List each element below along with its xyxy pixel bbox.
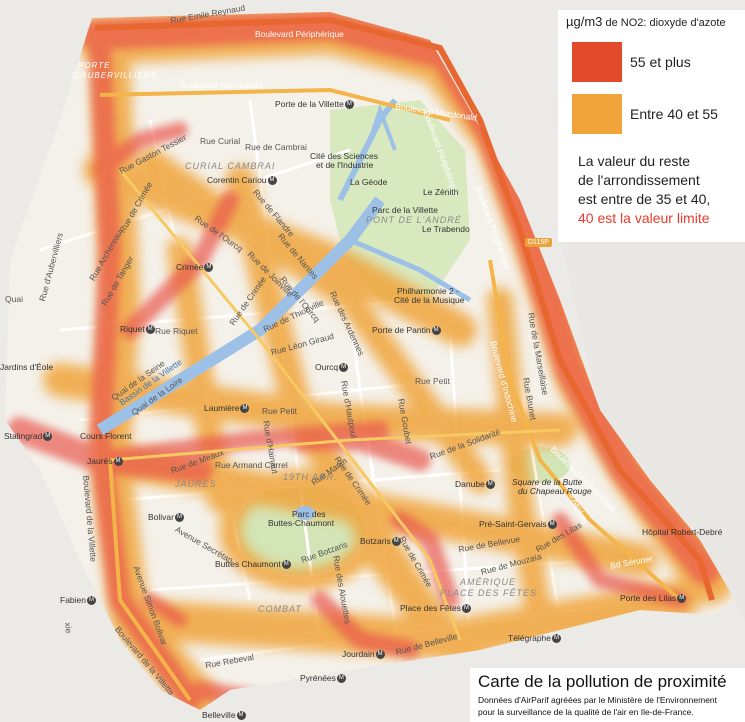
legend-high-swatch bbox=[572, 42, 622, 82]
caption-source: Données d'AirParif agréées par le Minist… bbox=[478, 695, 718, 705]
canal-ourcq bbox=[349, 237, 472, 303]
label-periph-top: Boulevard Périphérique bbox=[255, 29, 344, 39]
label-pont-andre: PONT DE L'ANDRÉ bbox=[366, 215, 462, 225]
label-rue-riquet: Rue Riquet bbox=[155, 326, 198, 336]
label-parc-villette: Parc de la Villette bbox=[372, 205, 438, 215]
boulevard-villette bbox=[108, 459, 192, 702]
legend-note-line3: est entre de 35 et 40, bbox=[578, 191, 711, 207]
rue-de-crimee bbox=[118, 169, 462, 641]
label-xie: xie bbox=[63, 621, 74, 634]
label-armand-carrel: Rue Armand Carrel bbox=[215, 460, 288, 470]
legend-note-limit: 40 est la valeur limite bbox=[578, 210, 710, 226]
label-amerique: AMÉRIQUE bbox=[460, 577, 517, 587]
bassin-villette bbox=[96, 196, 385, 436]
boulevard-macdonald bbox=[99, 87, 451, 122]
caption-purpose: pour la surveillance de la qualité de l'… bbox=[478, 707, 694, 717]
legend-note-line1: La valeur du reste bbox=[578, 153, 691, 169]
label-square-butte-1: Square de la Butte bbox=[512, 477, 583, 487]
label-rue-petit-2: Rue Petit bbox=[415, 376, 450, 386]
label-parc-buttes-1: Parc des bbox=[292, 509, 326, 519]
label-rue-petit: Rue Petit bbox=[262, 406, 297, 416]
label-trabendo: Le Trabendo bbox=[422, 224, 470, 234]
label-rue-cambrai: Rue de Cambrai bbox=[245, 142, 307, 152]
label-porte-aubervilliers-1: PORTE bbox=[78, 61, 111, 70]
canal-north bbox=[368, 104, 397, 151]
label-jardins-eole: Jardins d'Éole bbox=[0, 362, 54, 372]
outside-grey bbox=[560, 240, 745, 620]
legend-panel: µg/m3 de NO2: dioxyde d'azote 55 et plus… bbox=[558, 10, 745, 242]
boulevard-peripherique bbox=[94, 16, 715, 601]
d115p-shield: D115P bbox=[525, 238, 552, 247]
label-parc-buttes-2: Buttes-Chaumont bbox=[268, 518, 335, 528]
label-zenith: Le Zénith bbox=[423, 187, 459, 197]
legend-unit: µg/m3 bbox=[566, 14, 603, 29]
legend-note-line2: de l'arrondissement bbox=[578, 172, 700, 188]
avenue-jean-jaures bbox=[109, 428, 561, 462]
caption-panel: Carte de la pollution de proximité Donné… bbox=[470, 668, 745, 722]
label-cite-sciences-2: et de l'Industrie bbox=[316, 160, 374, 170]
label-cite-sciences-1: Cité des Sciences bbox=[310, 151, 379, 161]
main-roads bbox=[94, 16, 715, 702]
label-philharmonie-1: Philharmonie 2 - bbox=[397, 286, 459, 296]
label-porte-aubervilliers-2: D'AUBERVILLIERS bbox=[72, 71, 157, 80]
label-curial-cambrai: CURIAL CAMBRAI bbox=[185, 161, 276, 171]
label-jaures-area: JAURÈS bbox=[175, 479, 217, 489]
label-macdonald-1: Boulevard Macdonald bbox=[180, 80, 263, 90]
label-hopital: Hôpital Robert-Debré bbox=[642, 527, 723, 537]
label-philharmonie-2: Cité de la Musique bbox=[394, 295, 465, 305]
label-quai: Quai bbox=[5, 294, 23, 304]
label-rue-curial: Rue Curial bbox=[200, 136, 241, 146]
label-square-butte-2: du Chapeau Rouge bbox=[518, 486, 592, 496]
label-place-fetes-area: PLACE DES FÊTES bbox=[440, 588, 538, 598]
label-19th-arr: 19TH ARR. bbox=[283, 472, 338, 482]
legend-mid-swatch bbox=[572, 94, 622, 134]
boulevard-indochine bbox=[488, 259, 682, 602]
label-combat: COMBAT bbox=[258, 604, 302, 614]
legend-high-label: 55 et plus bbox=[630, 54, 691, 70]
caption-title: Carte de la pollution de proximité bbox=[478, 672, 727, 691]
legend-title: µg/m3 de NO2: dioxyde d'azote bbox=[566, 14, 726, 29]
label-cours-florent: Cours Florent bbox=[80, 431, 132, 441]
label-geode: La Géode bbox=[350, 177, 388, 187]
legend-mid-label: Entre 40 et 55 bbox=[630, 106, 718, 122]
legend-title-text: de NO2: dioxyde d'azote bbox=[602, 17, 726, 29]
legend-note: La valeur du reste de l'arrondissement e… bbox=[578, 152, 710, 228]
